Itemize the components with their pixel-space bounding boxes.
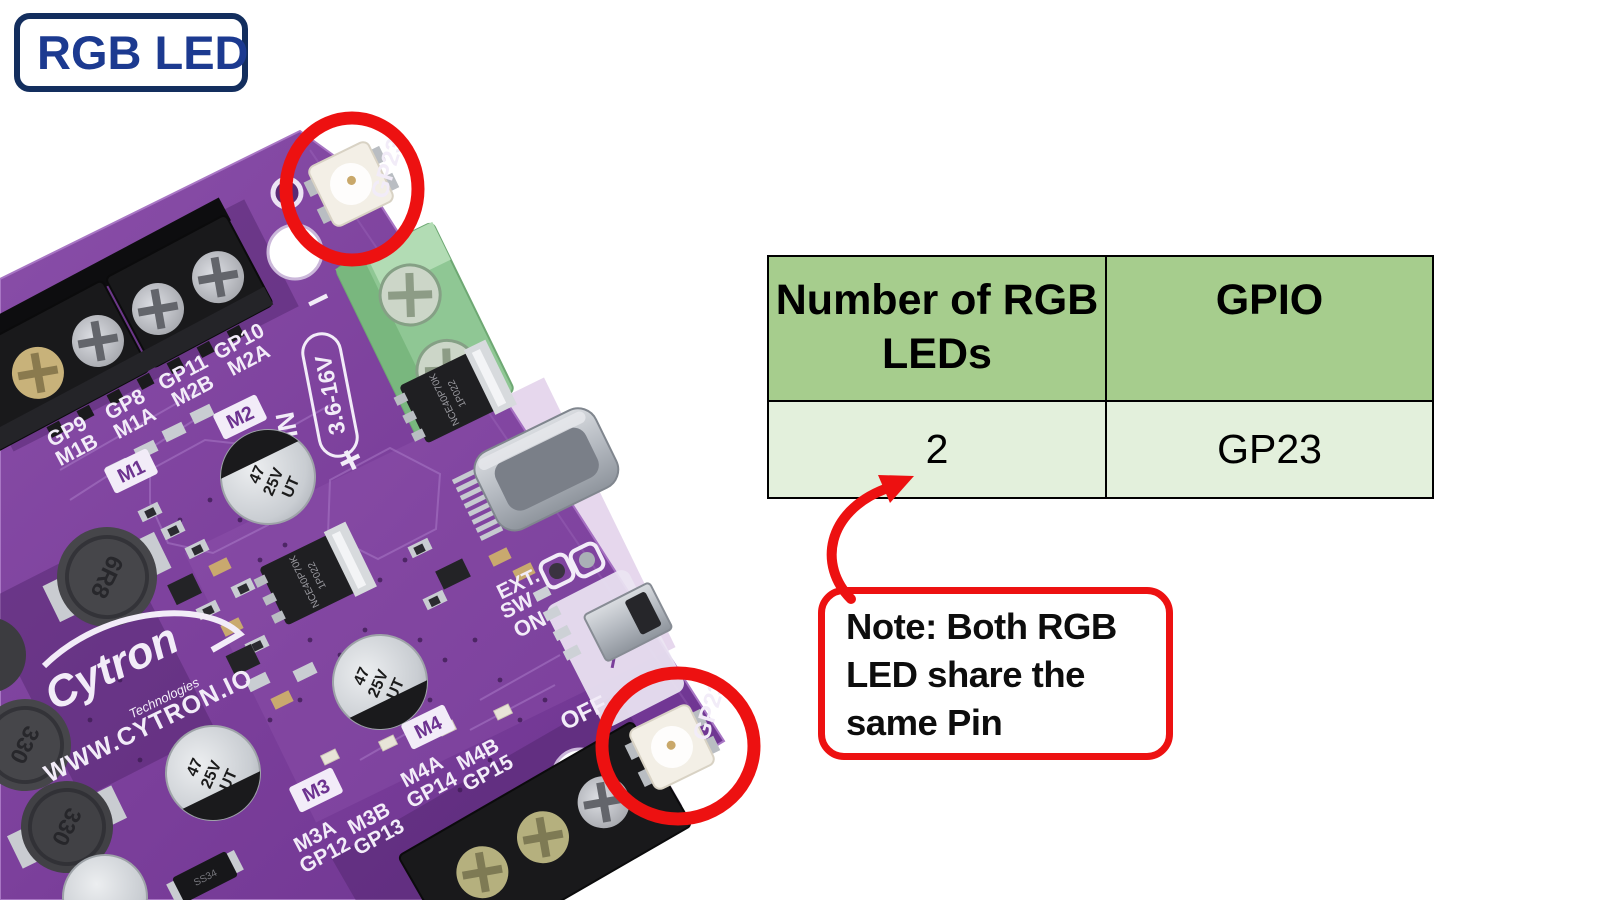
table-header-row: Number of RGB LEDs GPIO <box>767 255 1434 402</box>
mounting-hole-top <box>266 223 324 281</box>
silkscreen-motor-labels-bottom: M3A GP12 M3B GP13 M4A GP14 M4B GP15 <box>290 734 517 878</box>
motor-terminal-top <box>0 197 274 487</box>
col-header-rgb-led-count: Number of RGB LEDs <box>767 255 1107 402</box>
note-callout: Note: Both RGB LED share the same Pin <box>818 587 1173 760</box>
col-header-gpio: GPIO <box>1105 255 1434 402</box>
usb-c-port <box>451 407 620 541</box>
smd-tantalum <box>208 547 536 710</box>
inductor-330-b: 330 <box>6 781 128 873</box>
terminal-pins <box>46 324 245 438</box>
slide-title: RGB LED <box>37 26 249 79</box>
smd-components <box>105 403 536 766</box>
cap-line-47: 47 <box>184 756 207 779</box>
switch-pins <box>532 585 582 661</box>
inductor-330-a: 330 <box>0 699 71 791</box>
switch-knob <box>625 592 661 635</box>
capacitor-marking: 47 25V UT <box>349 656 411 708</box>
capacitor-47uf-3: 47 25V UT <box>165 725 261 821</box>
inductor-6r8: 6R8 <box>42 527 172 627</box>
capacitor-partial <box>62 854 148 900</box>
silkscreen-ring-top <box>270 176 304 210</box>
pcb-board: 3.6-16V VIN − + 6R8 330 330 <box>0 129 732 900</box>
cell-rgb-led-count: 2 <box>767 400 1107 499</box>
cap-line-47: 47 <box>351 665 374 688</box>
table-data-row: 2 GP23 <box>767 400 1434 499</box>
diode-ss34: SS34 <box>166 849 244 900</box>
terminal-screws <box>11 251 245 399</box>
note-text: Note: Both RGB LED share the same Pin <box>846 606 1117 743</box>
mosfet-2: NCE40P70K 1P022 <box>253 521 377 625</box>
smd-sot23 <box>167 558 471 677</box>
slide-title-box: RGB LED <box>14 13 249 92</box>
capacitor-47uf-1: 47 25V UT <box>220 429 316 525</box>
usb-pins <box>451 469 504 541</box>
ext-sw-pads <box>538 541 606 590</box>
rgb-led-gpio-table: Number of RGB LEDs GPIO 2 GP23 <box>767 255 1434 499</box>
inductor-partial <box>0 618 26 692</box>
capacitor-marking: 47 25V UT <box>244 454 306 506</box>
cap-line-47: 47 <box>246 463 269 486</box>
logo-swoosh <box>41 610 245 669</box>
capacitor-47uf-2: 47 25V UT <box>332 634 428 730</box>
mosfet-1: NCE40P70K 1P022 <box>393 339 517 443</box>
cell-gpio-pin: GP23 <box>1105 400 1434 499</box>
